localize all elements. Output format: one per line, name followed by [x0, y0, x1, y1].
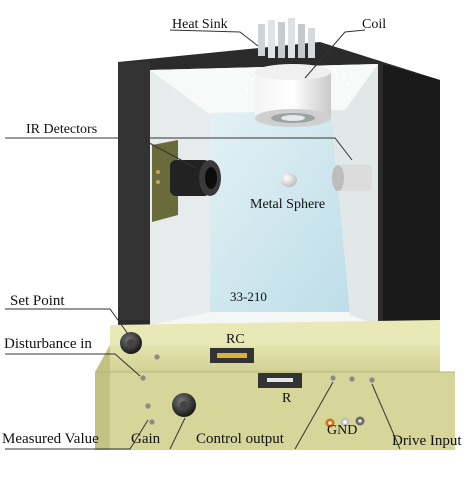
gain-label: Gain	[131, 431, 161, 447]
ir-detectors-label: IR Detectors	[26, 122, 98, 137]
rc-component	[210, 348, 254, 363]
gnd-label: GND	[327, 423, 358, 438]
measured-value-label: Measured Value	[2, 431, 99, 447]
ir-detector-right	[332, 165, 372, 191]
leader-lines	[5, 29, 401, 450]
rc-label: RC	[226, 332, 245, 347]
set-point-label: Set Point	[10, 293, 65, 309]
drive-input-label: Drive Input	[392, 433, 462, 449]
gnd-terminals	[325, 416, 365, 428]
r-component	[258, 373, 302, 388]
metal-sphere-label: Metal Sphere	[250, 197, 326, 212]
heat-sink	[258, 18, 315, 58]
heat-sink-label: Heat Sink	[172, 17, 228, 32]
ir-detector-left	[152, 140, 221, 222]
coil-label: Coil	[362, 17, 387, 32]
chamber-interior	[150, 64, 378, 325]
set-point-knob	[120, 332, 142, 354]
gain-knob	[172, 393, 196, 417]
coil	[255, 64, 331, 127]
metal-sphere	[281, 173, 297, 187]
panel-jacks	[140, 354, 375, 425]
control-panel-base	[95, 320, 455, 450]
r-label: R	[282, 391, 292, 406]
control-output-label: Control output	[196, 431, 284, 447]
disturbance-in-label: Disturbance in	[4, 336, 92, 352]
model-number-label: 33-210	[230, 289, 267, 304]
